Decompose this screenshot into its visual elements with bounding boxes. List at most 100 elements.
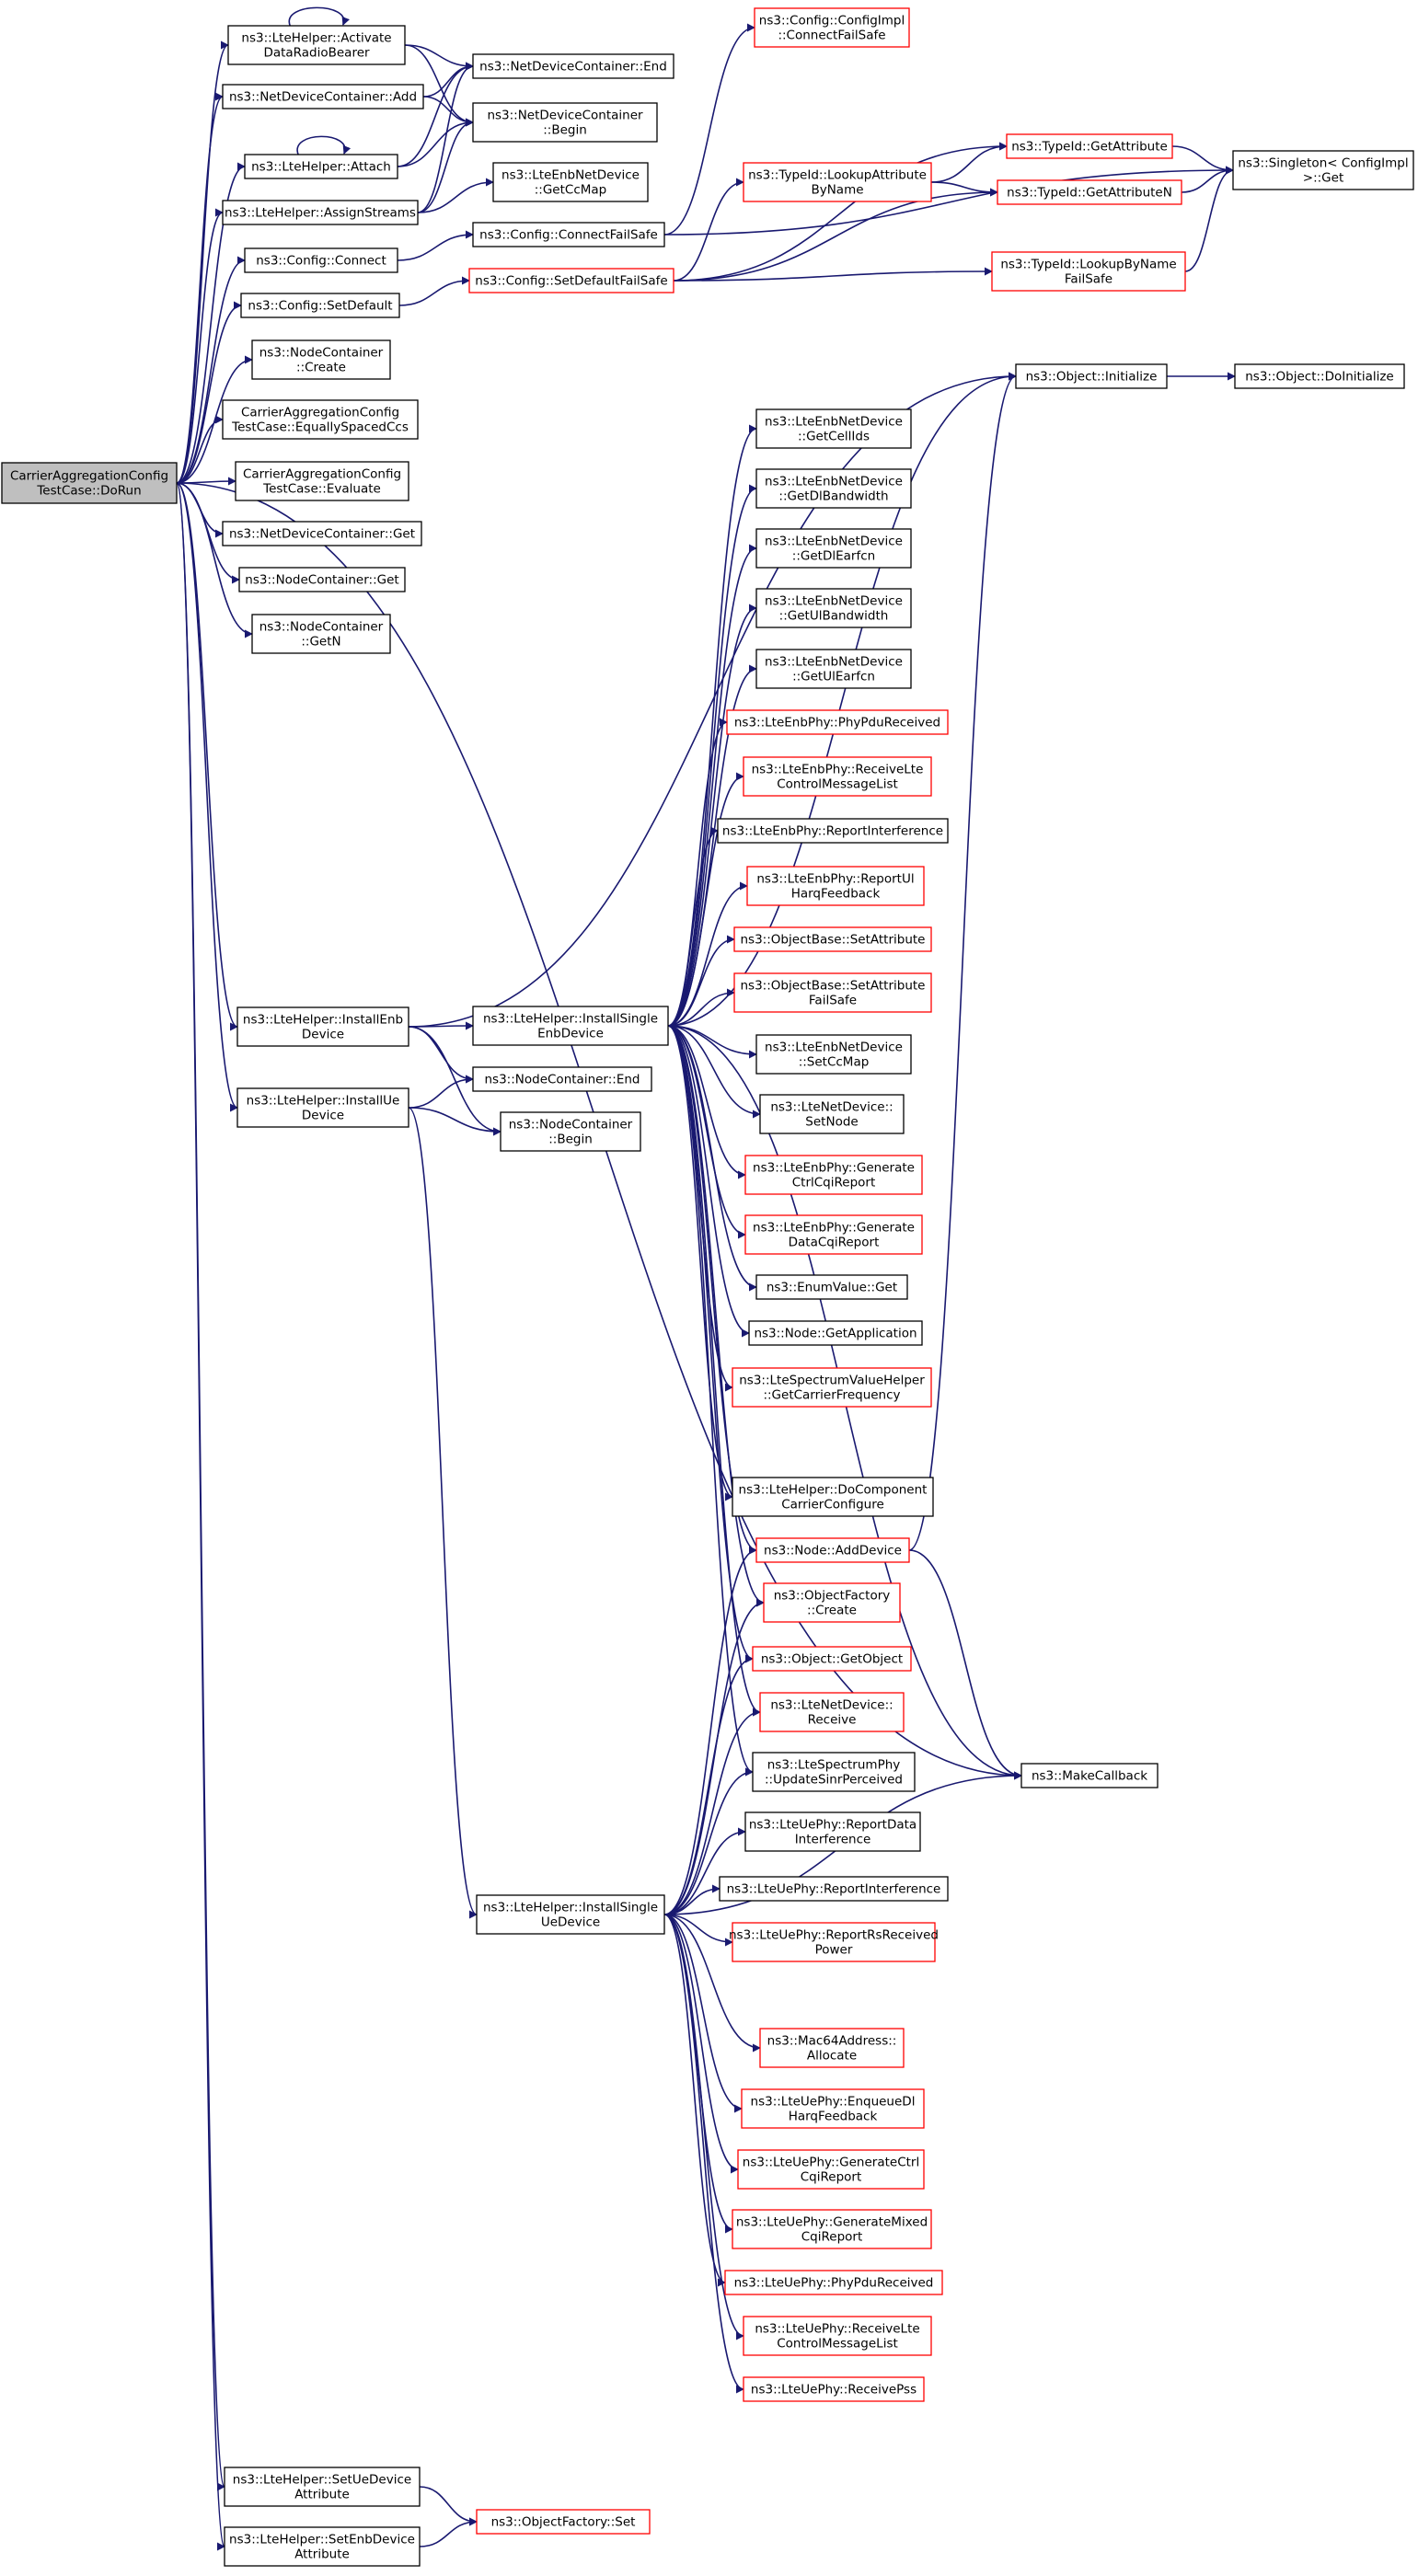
node-label-setattrfs: ns3::ObjectBase::SetAttribute — [741, 979, 926, 994]
node-enbphyreportint[interactable]: ns3::LteEnbPhy::ReportInterference — [717, 818, 949, 844]
node-ndcget[interactable]: ns3::NetDeviceContainer::Get — [222, 521, 422, 546]
node-makecallback[interactable]: ns3::MakeCallback — [1020, 1763, 1159, 1788]
node-label-enbphyreportul: HarqFeedback — [791, 887, 881, 902]
node-ncend[interactable]: ns3::NodeContainer::End — [472, 1066, 652, 1092]
node-enbphyrecvlte[interactable]: ns3::LteEnbPhy::ReceiveLteControlMessage… — [743, 756, 932, 797]
node-enbphypdu[interactable]: ns3::LteEnbPhy::PhyPduReceived — [726, 709, 949, 735]
edge-root-to-nccreate — [176, 355, 253, 484]
node-uephyrecvlte[interactable]: ns3::LteUePhy::ReceiveLteControlMessageL… — [743, 2316, 932, 2356]
node-addevice[interactable]: ns3::Node::AddDevice — [755, 1537, 910, 1563]
node-connectfs[interactable]: ns3::Config::ConnectFailSafe — [472, 222, 665, 247]
node-getcellids[interactable]: ns3::LteEnbNetDevice::GetCellIds — [755, 408, 912, 449]
node-objfactcreate[interactable]: ns3::ObjectFactory::Create — [763, 1582, 901, 1623]
node-getulearfcn[interactable]: ns3::LteEnbNetDevice::GetUlEarfcn — [755, 649, 912, 689]
node-getulbw[interactable]: ns3::LteEnbNetDevice::GetUlBandwidth — [755, 588, 912, 628]
node-ncbegin[interactable]: ns3::NodeContainer::Begin — [500, 1111, 641, 1152]
node-getccmap[interactable]: ns3::LteEnbNetDevice::GetCcMap — [492, 162, 649, 202]
node-label-getcellids: ::GetCellIds — [798, 430, 870, 444]
node-setccmap[interactable]: ns3::LteEnbNetDevice::SetCcMap — [755, 1034, 912, 1075]
node-setnode[interactable]: ns3::LteNetDevice::SetNode — [759, 1094, 905, 1134]
edge-connectfs-to-singleton — [663, 166, 1234, 236]
node-label-ltenetrecv: ns3::LteNetDevice:: — [770, 1698, 893, 1713]
node-ndcbegin[interactable]: ns3::NetDeviceContainer::Begin — [472, 102, 658, 143]
node-equally[interactable]: CarrierAggregationConfigTestCase::Equall… — [222, 399, 419, 440]
node-label-uephyreportint: ns3::LteUePhy::ReportInterference — [727, 1882, 941, 1897]
node-getattrn[interactable]: ns3::TypeId::GetAttributeN — [997, 179, 1182, 205]
node-configimpl[interactable]: ns3::Config::ConfigImpl::ConnectFailSafe — [754, 7, 910, 48]
node-box-setattrfs — [733, 972, 932, 1013]
node-label-genctrl: CtrlCqiReport — [792, 1176, 876, 1190]
node-getdlbw[interactable]: ns3::LteEnbNetDevice::GetDlBandwidth — [755, 468, 912, 509]
node-setdefault[interactable]: ns3::Config::SetDefault — [240, 293, 400, 318]
node-mac64[interactable]: ns3::Mac64Address::Allocate — [759, 2028, 905, 2068]
node-setdefaultfs[interactable]: ns3::Config::SetDefaultFailSafe — [468, 268, 674, 293]
edge-installue-to-ncbegin — [408, 1107, 501, 1136]
node-ndcadd[interactable]: ns3::NetDeviceContainer::Add — [222, 84, 424, 109]
node-connect[interactable]: ns3::Config::Connect — [244, 247, 398, 273]
node-ncget[interactable]: ns3::NodeContainer::Get — [238, 567, 406, 592]
node-label-ncget: ns3::NodeContainer::Get — [245, 573, 398, 588]
node-enumget[interactable]: ns3::EnumValue::Get — [755, 1274, 908, 1300]
node-doinit[interactable]: ns3::Object::DoInitialize — [1234, 363, 1405, 389]
node-assign[interactable]: ns3::LteHelper::AssignStreams — [222, 200, 419, 225]
node-updatesinr[interactable]: ns3::LteSpectrumPhy::UpdateSinrPerceived — [752, 1752, 916, 1792]
node-box-getobject — [752, 1646, 912, 1672]
node-label-addevice: ns3::Node::AddDevice — [764, 1544, 902, 1558]
node-getattr[interactable]: ns3::TypeId::GetAttribute — [1006, 133, 1173, 159]
node-ltenetrecv[interactable]: ns3::LteNetDevice::Receive — [759, 1692, 905, 1732]
node-label-getccmap: ns3::LteEnbNetDevice — [501, 168, 640, 183]
node-box-getdlearfcn — [755, 528, 912, 569]
node-box-updatesinr — [752, 1752, 916, 1792]
edge-setdefaultfs-to-getattr — [673, 142, 1008, 282]
node-objinit[interactable]: ns3::Object::Initialize — [1015, 363, 1168, 389]
node-docomponent[interactable]: ns3::LteHelper::DoComponentCarrierConfig… — [732, 1477, 934, 1517]
node-evaluate[interactable]: CarrierAggregationConfigTestCase::Evalua… — [235, 461, 409, 501]
node-setattribute[interactable]: ns3::ObjectBase::SetAttribute — [733, 926, 932, 952]
edge-setdefault-to-setdefaultfs — [398, 276, 470, 306]
node-nodegetapp[interactable]: ns3::Node::GetApplication — [748, 1320, 923, 1346]
node-box-getdlbw — [755, 468, 912, 509]
node-label-gendata: DataCqiReport — [789, 1236, 880, 1250]
node-ncgetn[interactable]: ns3::NodeContainer::GetN — [251, 614, 391, 654]
edge-installsingleue-to-uephygenctrl — [663, 1914, 739, 2174]
node-ndcend[interactable]: ns3::NetDeviceContainer::End — [472, 53, 674, 79]
node-label-uephygenctrl: CqiReport — [801, 2170, 862, 2185]
edge-installsingleenb-to-enbphyreportint — [667, 826, 719, 1027]
node-box-doinit — [1234, 363, 1405, 389]
node-getcarrier[interactable]: ns3::LteSpectrumValueHelper::GetCarrierF… — [732, 1367, 932, 1408]
node-uephyrecvpss[interactable]: ns3::LteUePhy::ReceivePss — [743, 2376, 925, 2402]
node-getdlearfcn[interactable]: ns3::LteEnbNetDevice::GetDlEarfcn — [755, 528, 912, 569]
node-singleton[interactable]: ns3::Singleton< ConfigImpl >::Get — [1232, 150, 1414, 190]
node-objfactset[interactable]: ns3::ObjectFactory::Set — [476, 2509, 651, 2535]
edge-activate-to-activate — [288, 6, 350, 27]
node-label-ncgetn: ns3::NodeContainer — [259, 620, 384, 635]
node-getobject[interactable]: ns3::Object::GetObject — [752, 1646, 912, 1672]
node-box-equally — [222, 399, 419, 440]
node-label-uephygenmixed: CqiReport — [801, 2230, 863, 2245]
node-label-installsingleenb: EnbDevice — [537, 1027, 604, 1041]
node-nccreate[interactable]: ns3::NodeContainer::Create — [251, 339, 391, 380]
node-uephypdu[interactable]: ns3::LteUePhy::PhyPduReceived — [724, 2270, 943, 2295]
node-attach[interactable]: ns3::LteHelper::Attach — [244, 154, 398, 179]
node-label-setccmap: ::SetCcMap — [799, 1055, 870, 1070]
node-uephyreportint[interactable]: ns3::LteUePhy::ReportInterference — [719, 1876, 949, 1902]
